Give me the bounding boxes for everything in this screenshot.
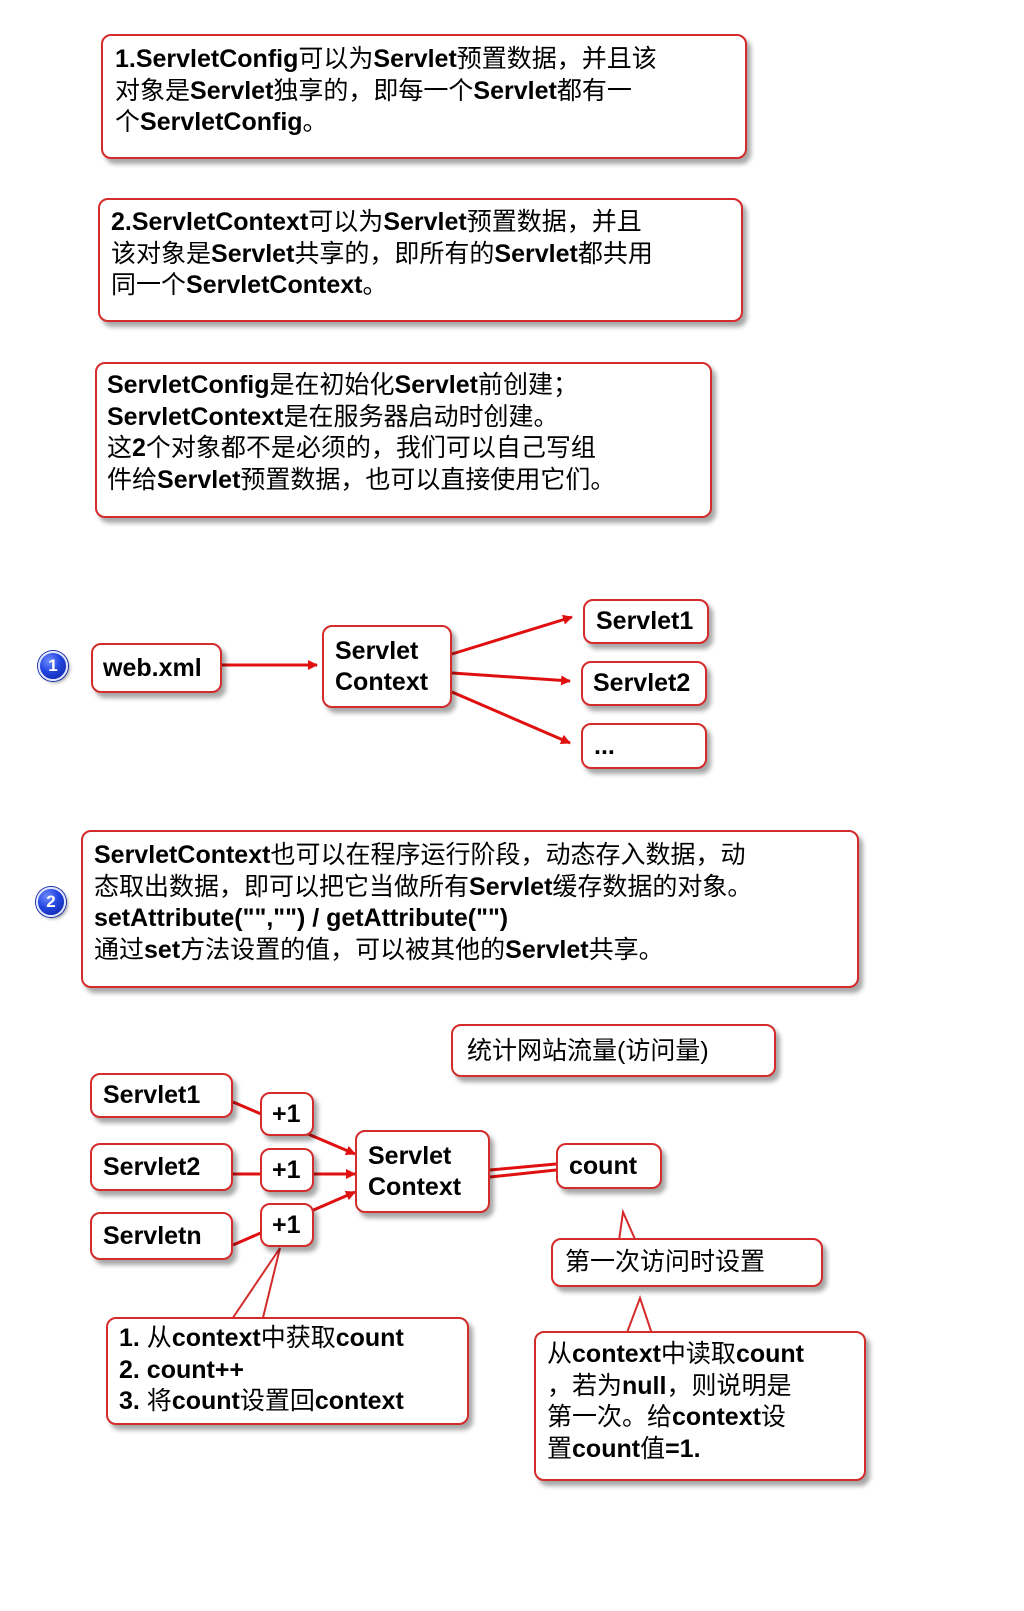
note-line: ，若为null，则说明是 [547, 1371, 792, 1400]
note-line: 2. count++ [119, 1355, 245, 1384]
line-context-count [489, 1162, 557, 1172]
note-line: 2.ServletContext可以为Servlet预置数据，并且 [111, 208, 642, 236]
node-servlet1: Servlet1 [90, 1073, 233, 1118]
note-line: 第一次。给context设 [547, 1403, 786, 1431]
arrow-context-more [451, 690, 571, 745]
note-line: ServletContext也可以在程序运行阶段，动态存入数据，动 [94, 841, 746, 869]
node-servlet1: Servlet1 [583, 599, 709, 644]
note-line: 3. 将count设置回context [119, 1387, 404, 1415]
note-line: ServletConfig是在初始化Servlet前创建； [107, 371, 578, 399]
note-line: 从context中读取count [547, 1340, 804, 1368]
note-line: 这2个对象都不是必须的，我们可以自己写组 [107, 434, 596, 462]
note-servletconfig: 1.ServletConfig可以为Servlet预置数据，并且该 对象是Ser… [101, 34, 747, 159]
node-servlet2: Servlet2 [90, 1143, 233, 1191]
node-more: ... [581, 723, 707, 769]
note-line: 件给Servlet预置数据，也可以直接使用它们。 [107, 465, 616, 494]
line-context-count-2 [489, 1168, 557, 1179]
increment-badge: +1 [260, 1092, 314, 1136]
note-line: 通过set方法设置的值，可以被其他的Servlet共享。 [94, 935, 664, 964]
note-line: 对象是Servlet独享的，即每一个Servlet都有一 [115, 76, 632, 105]
node-webxml: web.xml [91, 643, 222, 693]
node-servlet-context: Servlet Context [322, 625, 452, 708]
note-line: setAttribute("","") / getAttribute("") [94, 904, 509, 932]
note-line: 1. 从context中获取count [119, 1324, 404, 1352]
note-line: 该对象是Servlet共享的，即所有的Servlet都共用 [111, 239, 653, 268]
note-line: ServletContext是在服务器启动时创建。 [107, 402, 559, 431]
note-creation: ServletConfig是在初始化Servlet前创建； ServletCon… [95, 362, 712, 518]
note-servletcontext: 2.ServletContext可以为Servlet预置数据，并且 该对象是Se… [98, 198, 743, 322]
node-servlet2: Servlet2 [581, 661, 707, 706]
arrow-context-servlet1 [451, 614, 573, 656]
step-badge-2: 2 [36, 887, 66, 917]
arrow-context-servlet2 [451, 671, 571, 686]
note-line: 1.ServletConfig可以为Servlet预置数据，并且该 [115, 45, 657, 73]
node-servletn: Servletn [90, 1212, 233, 1260]
increment-badge: +1 [260, 1203, 314, 1247]
note-line: 个ServletConfig。 [115, 108, 328, 136]
node-servlet-context: Servlet Context [355, 1130, 490, 1213]
callout-first-visit: 第一次访问时设置 [551, 1238, 823, 1287]
callout-read-count: 从context中读取count ，若为null，则说明是 第一次。给conte… [534, 1331, 866, 1481]
note-line: 置count值=1. [547, 1434, 701, 1463]
note-line: 同一个ServletContext。 [111, 271, 388, 299]
note-line: 态取出数据，即可以把它当做所有Servlet缓存数据的对象。 [94, 872, 753, 901]
callout-steps: 1. 从context中获取count 2. count++ 3. 将count… [106, 1317, 469, 1425]
step-badge-1: 1 [38, 651, 68, 681]
node-count: count [556, 1143, 662, 1189]
increment-badge: +1 [260, 1148, 314, 1192]
diagram2-title: 统计网站流量(访问量) [451, 1024, 776, 1077]
callout-tail-steps [225, 1247, 281, 1331]
note-runtime: ServletContext也可以在程序运行阶段，动态存入数据，动 态取出数据，… [81, 830, 859, 988]
